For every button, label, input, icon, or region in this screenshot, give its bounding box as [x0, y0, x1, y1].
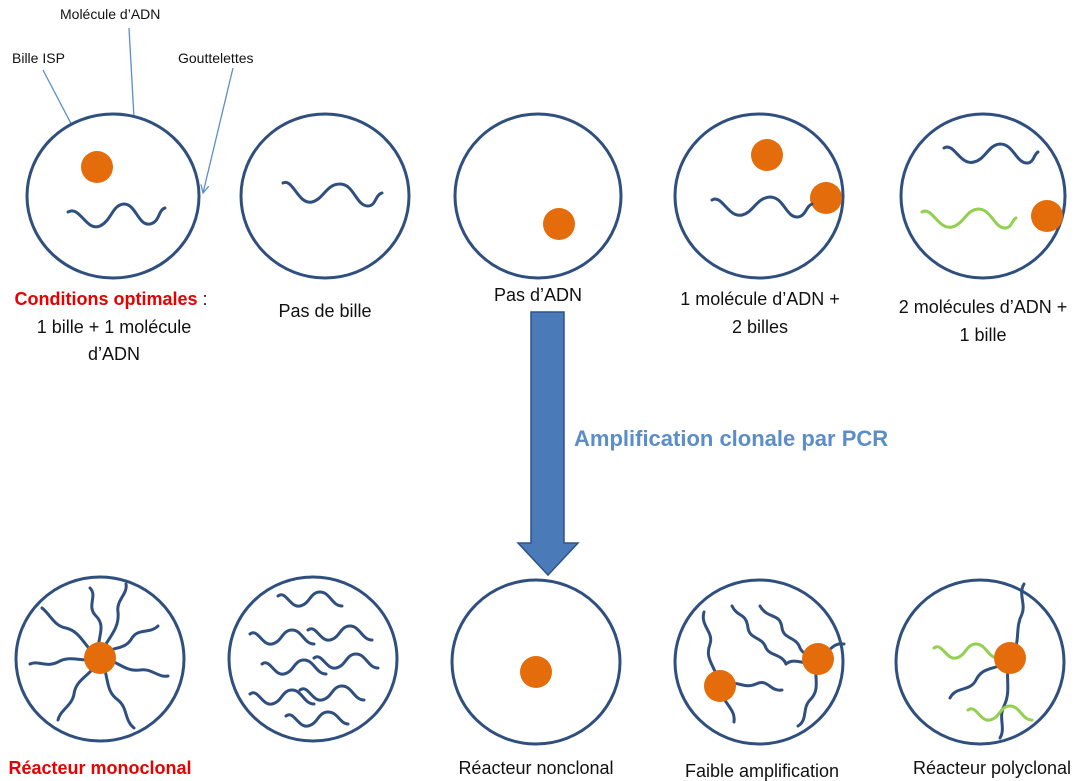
droplet-outline: [673, 578, 845, 746]
label-monoclonal: Réacteur monoclonal: [8, 758, 191, 778]
label-polyclonal: Réacteur polyclonal: [913, 758, 1071, 778]
droplet-optimal: [25, 112, 201, 280]
isp-bead: [520, 656, 552, 688]
label-no-dna: Pas d’ADN: [494, 285, 582, 305]
droplet-polyclonal: [894, 578, 1066, 746]
droplet-outline: [453, 112, 623, 280]
label-optimal-line2: 1 bille + 1 molécule: [37, 317, 192, 337]
legend: Bille ISP Molécule d’ADN Gouttelettes: [12, 6, 254, 207]
dna-molecule: [710, 195, 814, 219]
droplet-weak-amplification: [673, 578, 846, 746]
label-optimal-highlight: Conditions optimales: [14, 289, 197, 309]
isp-bead: [802, 643, 834, 675]
droplet-outline: [239, 112, 411, 280]
droplet-no-bead: [239, 112, 411, 280]
label-optimal-line3: d’ADN: [88, 344, 140, 364]
dna-molecule: [66, 202, 167, 229]
isp-bead: [84, 642, 116, 674]
label-two-dna-one-bead-line2: 1 bille: [959, 325, 1006, 345]
legend-dna-label: Molécule d’ADN: [60, 6, 160, 22]
dna-molecule: [281, 181, 384, 208]
droplet-two-dna-one-bead: [899, 112, 1067, 280]
isp-bead: [810, 182, 842, 214]
dna-strands: [248, 590, 380, 728]
label-nonclonal: Réacteur nonclonal: [458, 758, 613, 778]
droplet-outline: [25, 112, 201, 280]
label-weak-amplification: Faible amplification: [685, 761, 839, 781]
droplet-outline: [673, 112, 845, 280]
process-label: Amplification clonale par PCR: [574, 426, 888, 451]
isp-bead: [1031, 200, 1063, 232]
droplet-no-bead-amplified: [227, 575, 399, 743]
droplet-monoclonal: [14, 575, 186, 743]
droplet-nonclonal: [450, 578, 622, 746]
isp-bead: [751, 139, 783, 171]
legend-droplet-label: Gouttelettes: [178, 50, 254, 66]
label-two-dna-one-bead-line1: 2 molécules d’ADN +: [899, 297, 1068, 317]
label-optimal-suffix: :: [198, 289, 208, 309]
isp-bead: [994, 642, 1026, 674]
isp-bead: [81, 151, 113, 183]
label-one-dna-two-beads-line1: 1 molécule d’ADN +: [680, 289, 840, 309]
droplet-no-dna: [453, 112, 623, 280]
isp-bead: [543, 208, 575, 240]
dna-molecule-second: [920, 207, 1018, 230]
isp-bead: [704, 670, 736, 702]
label-optimal: Conditions optimales :: [14, 289, 207, 309]
label-no-bead: Pas de bille: [278, 301, 371, 321]
dna-molecule: [942, 142, 1040, 165]
legend-droplet-pointer: [203, 67, 234, 193]
legend-bead-label: Bille ISP: [12, 50, 65, 66]
process-arrow: [516, 311, 580, 577]
droplet-outline: [899, 112, 1067, 280]
label-one-dna-two-beads-line2: 2 billes: [732, 317, 788, 337]
droplet-outline: [894, 578, 1066, 746]
droplet-one-dna-two-beads: [673, 112, 845, 280]
